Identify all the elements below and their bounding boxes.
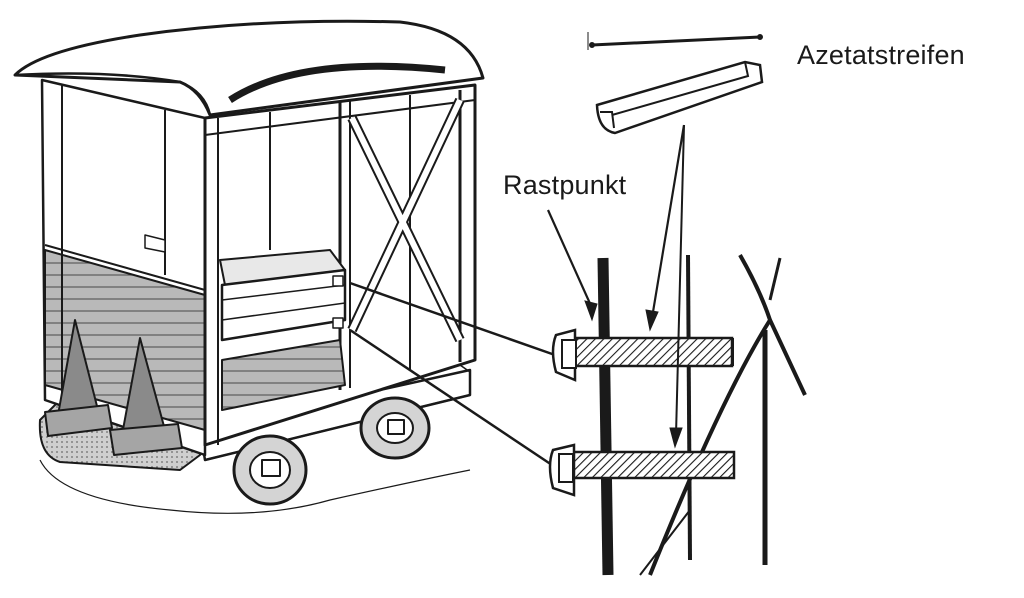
dimension-line [591,35,761,47]
arrow-acetate-lower [675,124,685,436]
arrow-acetate-upper [650,124,686,319]
traffic-cone-right [109,337,183,456]
acetate-strip-detail [587,32,764,135]
arrow-detent-point [546,209,594,309]
callout-line-lower [349,328,553,467]
wagon-floor [221,339,346,411]
closeup-post [597,257,614,576]
closeup-brace [648,254,807,576]
callout-lines [349,281,556,467]
label-acetate-strip: Azetatstreifen [797,40,965,70]
closeup-rail-lower [548,443,736,497]
label-arrows [546,124,686,449]
callout-line-upper [349,281,556,357]
wheel-rear [359,396,431,460]
wagon-illustration [13,19,485,514]
wheel-front [232,434,308,506]
label-detent-point: Rastpunkt [503,170,627,200]
acetate-strip-profile [595,60,764,135]
closeup-detail [548,254,807,576]
traffic-cone-left [44,319,113,437]
closeup-rail-upper [551,328,734,382]
